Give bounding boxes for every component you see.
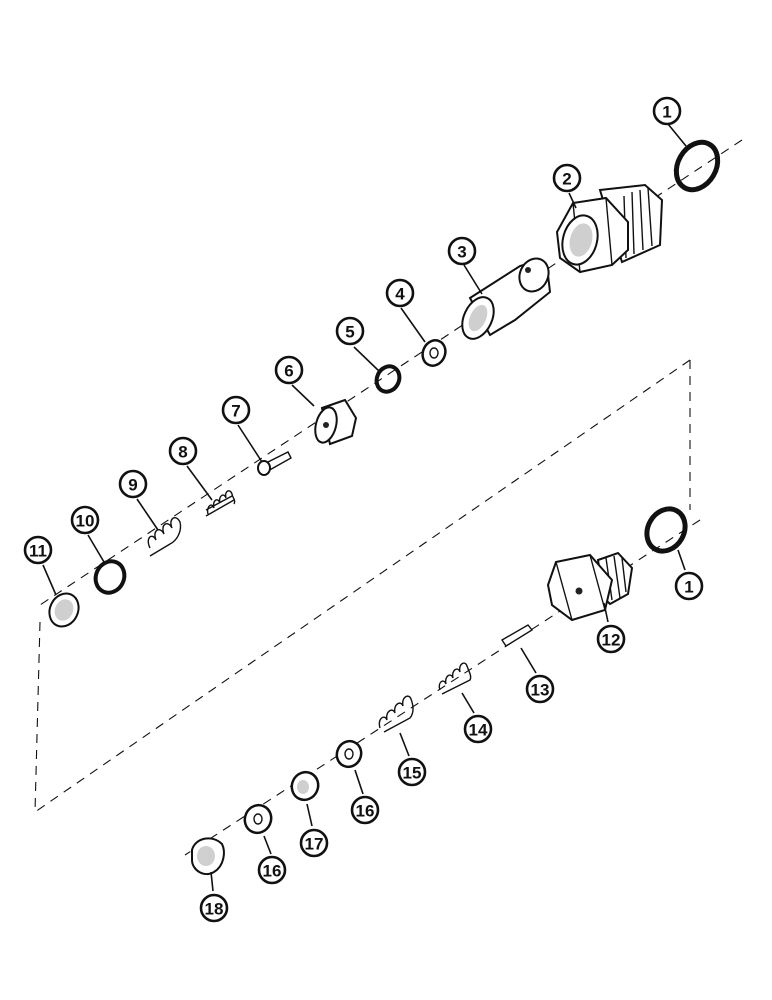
part-12-hex-plug	[546, 551, 634, 622]
callout-11: 11	[23, 535, 53, 565]
callout-17: 17	[299, 828, 329, 858]
callout-8: 8	[168, 436, 198, 466]
callout-5: 5	[335, 316, 365, 346]
callout-3: 3	[447, 236, 477, 266]
part-13-pin	[501, 624, 534, 647]
callout-6-label: 6	[284, 362, 293, 381]
callout-10: 10	[70, 505, 100, 535]
callout-11-label: 11	[29, 542, 47, 561]
callout-16-a: 16	[350, 795, 380, 825]
callout-10-label: 10	[76, 512, 95, 531]
callout-13: 13	[525, 674, 555, 704]
callout-14: 14	[463, 714, 493, 744]
part-4-washer	[421, 339, 447, 367]
callout-12-label: 12	[602, 631, 621, 650]
callout-4: 4	[385, 278, 415, 308]
part-1-oring-bottom	[644, 506, 688, 554]
part-16-washer-a	[335, 739, 363, 769]
part-1-oring-top	[673, 139, 721, 193]
part-14-spring	[438, 662, 472, 695]
callout-6: 6	[274, 355, 304, 385]
callout-3-label: 3	[457, 243, 466, 262]
part-2-hex-fitting	[555, 183, 664, 274]
callout-1-top: 1	[652, 96, 682, 126]
callout-2-label: 2	[562, 170, 571, 189]
part-17-nut	[290, 770, 320, 802]
part-9-spring	[147, 517, 182, 557]
callout-1-top-label: 1	[662, 103, 671, 122]
callout-17-label: 17	[305, 835, 324, 854]
callout-16-a-label: 16	[356, 802, 375, 821]
part-16-washer-b	[243, 803, 273, 835]
callout-1-bottom-label: 1	[684, 578, 693, 597]
callout-9: 9	[118, 469, 148, 499]
part-18-cap	[191, 837, 225, 876]
callouts: 1 2 3 4 5 6 7 8	[23, 96, 704, 923]
part-7-pin	[257, 451, 292, 476]
callout-9-label: 9	[128, 476, 137, 495]
part-6-piston	[314, 398, 358, 446]
callout-16-b-label: 16	[263, 862, 282, 881]
callout-13-label: 13	[531, 681, 550, 700]
callout-15: 15	[397, 757, 427, 787]
callout-18: 18	[199, 893, 229, 923]
part-3-sleeve	[461, 257, 552, 340]
part-11-cap	[48, 592, 80, 628]
callout-16-b: 16	[257, 855, 287, 885]
callout-7: 7	[221, 395, 251, 425]
callout-14-label: 14	[469, 721, 488, 740]
callout-2: 2	[552, 163, 582, 193]
callout-12: 12	[596, 624, 626, 654]
part-8-spring	[205, 490, 236, 517]
callout-7-label: 7	[231, 402, 240, 421]
part-15-spring	[378, 695, 414, 733]
callout-4-label: 4	[395, 285, 405, 304]
callout-1-bottom: 1	[674, 571, 704, 601]
part-5-oring	[374, 364, 402, 394]
callout-leaders	[42, 123, 687, 892]
callout-8-label: 8	[178, 443, 187, 462]
callout-15-label: 15	[403, 764, 422, 783]
callout-5-label: 5	[345, 323, 354, 342]
callout-18-label: 18	[205, 900, 224, 919]
part-10-oring	[93, 559, 127, 595]
